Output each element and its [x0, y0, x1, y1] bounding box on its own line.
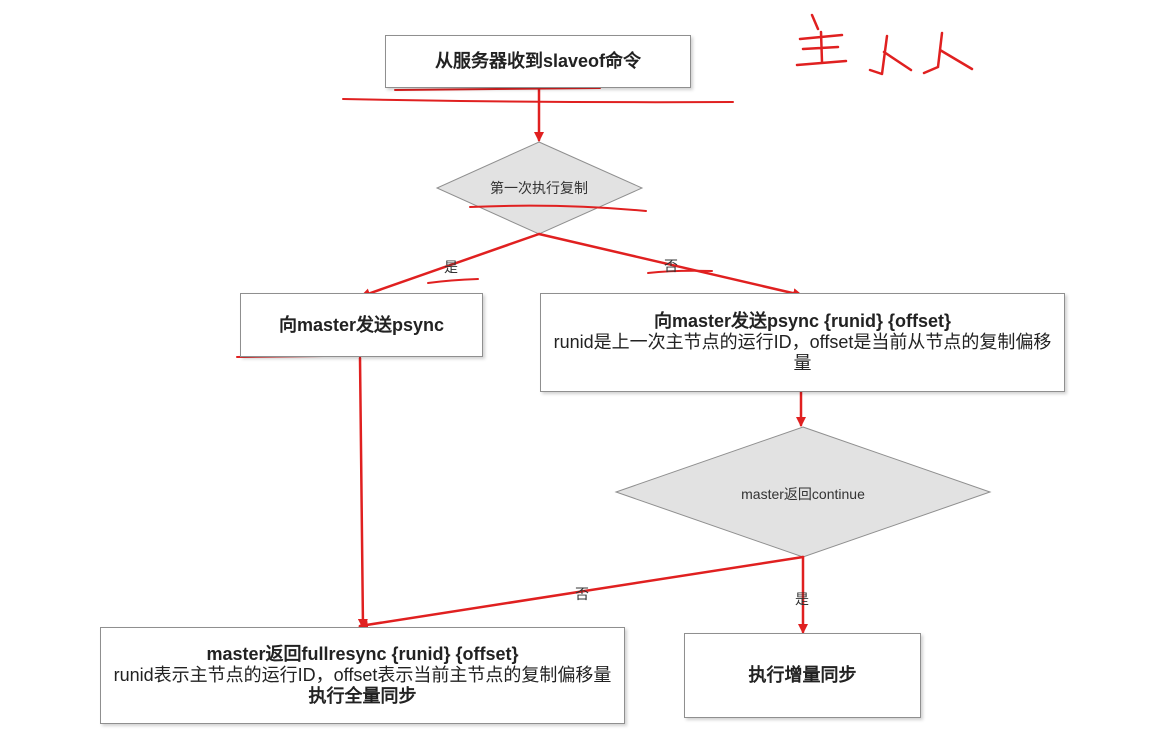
arrow-no-to-psync-args: [537, 232, 803, 299]
annotation-underline-yes: [427, 278, 479, 284]
fullresync-action: 执行全量同步: [308, 686, 417, 706]
edge-label-first-no: 否: [664, 258, 678, 274]
edge-label-first-yes: 是: [444, 259, 458, 275]
annotation-underline-no: [647, 269, 713, 274]
arrow-yes-to-psync: [360, 232, 541, 299]
send-psync-args-box: 向master发送psync {runid} {offset} runid是上一…: [540, 293, 1065, 392]
edge-label-continue-no: 否: [575, 586, 589, 602]
send-psync-box: 向master发送psync: [240, 293, 483, 357]
edge-label-continue-yes: 是: [795, 591, 809, 607]
decision-first-copy-label: 第一次执行复制: [490, 180, 588, 196]
annotation-underline-start: [342, 98, 734, 104]
arrow-psync-to-fullresync: [357, 356, 368, 629]
send-psync-args-desc: runid是上一次主节点的运行ID，offset是当前从节点的复制偏移量: [553, 332, 1052, 373]
incremental-text: 执行增量同步: [748, 665, 857, 685]
annotation-underline-start-2: [394, 87, 601, 91]
arrow-continue-no-to-fullresync: [358, 555, 805, 630]
send-psync-args-title: 向master发送psync {runid} {offset}: [653, 311, 952, 331]
fullresync-title: master返回fullresync {runid} {offset}: [206, 644, 519, 664]
incremental-box: 执行增量同步: [684, 633, 921, 718]
decision-continue-label: master返回continue: [741, 486, 865, 502]
send-psync-text: 向master发送psync: [278, 314, 445, 335]
handwritten-scribble: [795, 13, 974, 76]
start-box-text: 从服务器收到slaveof命令: [434, 51, 642, 71]
fullresync-box: master返回fullresync {runid} {offset} runi…: [100, 627, 625, 724]
start-box: 从服务器收到slaveof命令: [385, 35, 691, 88]
fullresync-desc: runid表示主节点的运行ID，offset表示当前主节点的复制偏移量: [113, 665, 612, 685]
annotation-underline-first-copy: [469, 204, 647, 212]
